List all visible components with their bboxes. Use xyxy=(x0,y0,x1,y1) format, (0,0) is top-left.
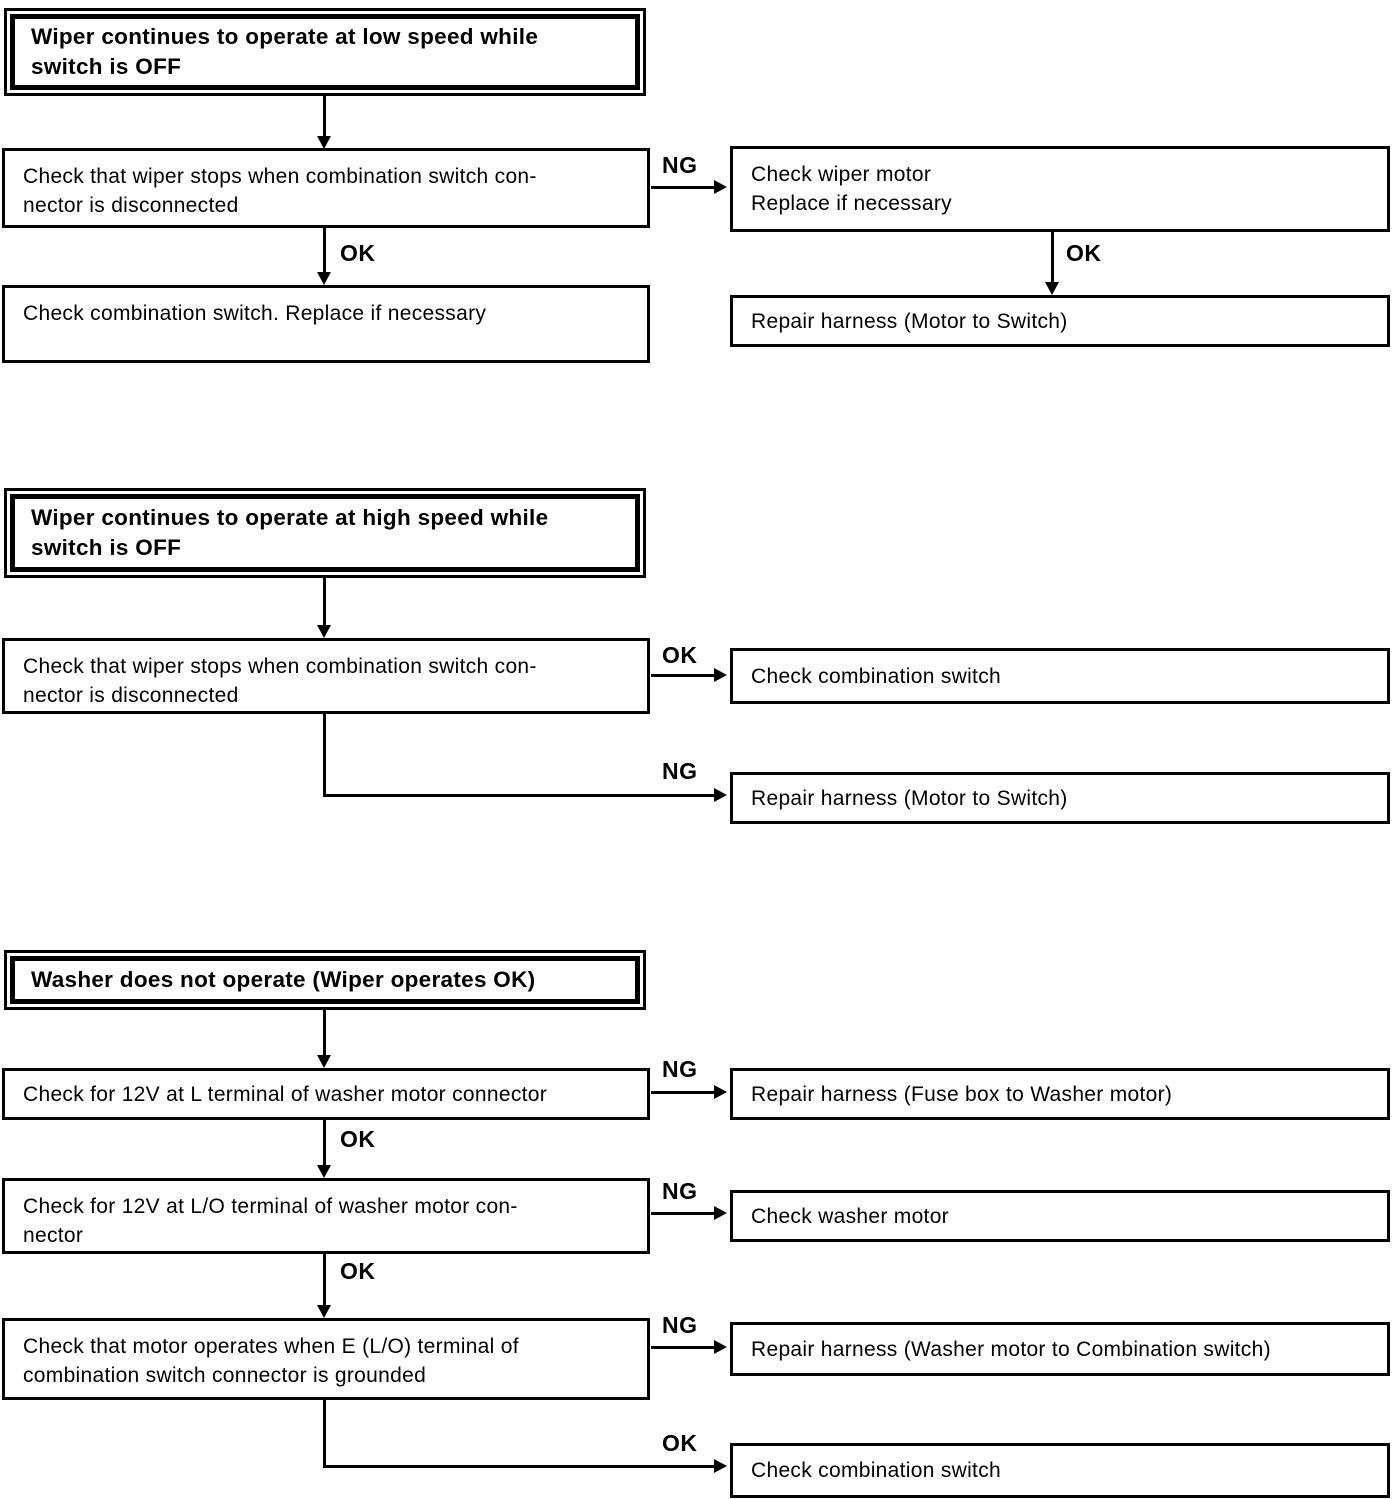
arrowhead-right-icon xyxy=(714,668,727,682)
result-check-washer-motor: Check washer motor xyxy=(730,1190,1390,1242)
result-repair-harness-washer-combo-text: Repair harness (Washer motor to Combinat… xyxy=(751,1337,1271,1361)
step-check-wiper-stops-low: Check that wiper stops when combination … xyxy=(2,148,650,228)
flow-line-s1-start-down xyxy=(323,96,326,136)
ng-label: NG xyxy=(662,1178,698,1204)
flow-line-s2-ng-right xyxy=(323,794,716,797)
flow-line-s2-ok-right xyxy=(651,674,715,677)
step-check-motor-grounded-text: Check that motor operates when E (L/O) t… xyxy=(23,1335,519,1387)
ok-label: OK xyxy=(340,240,376,266)
arrowhead-down-icon xyxy=(317,1305,331,1318)
ok-label: OK xyxy=(662,642,698,668)
start-box-wiper-high-speed-frame: Wiper continues to operate at high speed… xyxy=(10,494,640,572)
flow-line-s3-ng1-right xyxy=(651,1091,715,1094)
ok-label: OK xyxy=(340,1126,376,1152)
start-box-washer-not-operate: Washer does not operate (Wiper operates … xyxy=(4,950,646,1010)
flow-line-s3-ok2-down xyxy=(323,1254,326,1305)
result-repair-harness-washer-combo: Repair harness (Washer motor to Combinat… xyxy=(730,1322,1390,1376)
result-check-combination-switch-replace-text: Check combination switch. Replace if nec… xyxy=(23,302,487,325)
start-box-wiper-low-speed-frame: Wiper continues to operate at low speed … xyxy=(10,14,640,90)
ok-label: OK xyxy=(662,1430,698,1456)
ng-label: NG xyxy=(662,1056,698,1082)
result-check-combination-switch-high: Check combination switch xyxy=(730,648,1390,704)
start-box-washer-not-operate-text: Washer does not operate (Wiper operates … xyxy=(31,967,536,992)
flow-line-s3-ok1-down xyxy=(323,1120,326,1165)
arrowhead-right-icon xyxy=(714,180,727,194)
flow-line-s3-ng2-right xyxy=(651,1212,715,1215)
result-check-combination-switch-replace: Check combination switch. Replace if nec… xyxy=(2,285,650,363)
flow-line-s1-motor-ok-down xyxy=(1051,232,1054,282)
result-check-combination-switch-high-text: Check combination switch xyxy=(751,664,1001,688)
result-repair-harness-fuse-washer: Repair harness (Fuse box to Washer motor… xyxy=(730,1068,1390,1120)
result-check-combination-switch-washer-text: Check combination switch xyxy=(751,1459,1001,1482)
step-check-12v-lo-terminal: Check for 12V at L/O terminal of washer … xyxy=(2,1178,650,1254)
result-repair-harness-motor-switch-low: Repair harness (Motor to Switch) xyxy=(730,295,1390,347)
result-repair-harness-motor-switch-high: Repair harness (Motor to Switch) xyxy=(730,772,1390,824)
start-box-washer-not-operate-frame: Washer does not operate (Wiper operates … xyxy=(10,956,640,1004)
result-repair-harness-motor-switch-low-text: Repair harness (Motor to Switch) xyxy=(751,309,1068,333)
arrowhead-right-icon xyxy=(714,1085,727,1099)
step-check-wiper-stops-low-text: Check that wiper stops when combination … xyxy=(23,165,537,217)
ng-label: NG xyxy=(662,758,698,784)
flow-line-s3-ng3-right xyxy=(651,1346,715,1349)
ok-label: OK xyxy=(1066,240,1102,266)
arrowhead-down-icon xyxy=(317,625,331,638)
arrowhead-down-icon xyxy=(317,1055,331,1068)
arrowhead-down-icon xyxy=(317,136,331,149)
step-check-12v-l-terminal: Check for 12V at L terminal of washer mo… xyxy=(2,1068,650,1120)
flow-line-s1-ng-right xyxy=(651,186,715,189)
arrowhead-right-icon xyxy=(714,1459,727,1473)
step-check-wiper-stops-high: Check that wiper stops when combination … xyxy=(2,638,650,714)
flow-line-s3-ok3-right xyxy=(323,1465,716,1468)
start-box-wiper-low-speed-text: Wiper continues to operate at low speed … xyxy=(31,24,539,79)
start-box-wiper-low-speed: Wiper continues to operate at low speed … xyxy=(4,8,646,96)
arrowhead-down-icon xyxy=(317,1165,331,1178)
result-repair-harness-fuse-washer-text: Repair harness (Fuse box to Washer motor… xyxy=(751,1082,1173,1106)
flow-line-s3-start-down xyxy=(323,1010,326,1055)
start-box-wiper-high-speed: Wiper continues to operate at high speed… xyxy=(4,488,646,578)
ng-label: NG xyxy=(662,1312,698,1338)
arrowhead-right-icon xyxy=(714,788,727,802)
flow-line-s2-ng-down xyxy=(323,714,326,797)
flow-line-s3-ok3-down xyxy=(323,1400,326,1468)
ok-label: OK xyxy=(340,1258,376,1284)
step-check-motor-grounded: Check that motor operates when E (L/O) t… xyxy=(2,1318,650,1400)
arrowhead-right-icon xyxy=(714,1340,727,1354)
arrowhead-down-icon xyxy=(317,272,331,285)
result-check-combination-switch-washer: Check combination switch xyxy=(730,1443,1390,1498)
arrowhead-down-icon xyxy=(1045,282,1059,295)
step-check-12v-lo-terminal-text: Check for 12V at L/O terminal of washer … xyxy=(23,1195,518,1247)
result-repair-harness-motor-switch-high-text: Repair harness (Motor to Switch) xyxy=(751,786,1068,810)
ng-label: NG xyxy=(662,152,698,178)
flow-line-s2-start-down xyxy=(323,578,326,625)
arrowhead-right-icon xyxy=(714,1206,727,1220)
step-check-wiper-motor: Check wiper motor Replace if necessary xyxy=(730,146,1390,232)
step-check-wiper-motor-text: Check wiper motor Replace if necessary xyxy=(751,163,952,215)
step-check-12v-l-terminal-text: Check for 12V at L terminal of washer mo… xyxy=(23,1082,548,1106)
start-box-wiper-high-speed-text: Wiper continues to operate at high speed… xyxy=(31,505,549,560)
result-check-washer-motor-text: Check washer motor xyxy=(751,1204,949,1228)
step-check-wiper-stops-high-text: Check that wiper stops when combination … xyxy=(23,655,537,707)
flow-line-s1-ok-down xyxy=(323,228,326,272)
